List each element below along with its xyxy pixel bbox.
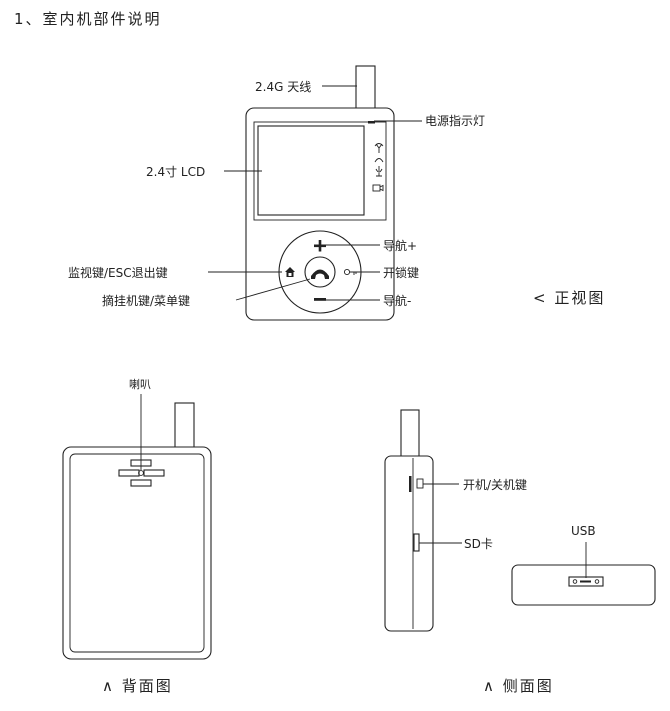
phone-icon xyxy=(311,269,329,279)
side-body xyxy=(384,455,434,632)
power-switch-label: 开机/关机键 xyxy=(463,478,527,492)
back-view-caption: ∧ 背面图 xyxy=(102,677,173,695)
side-antenna xyxy=(400,409,420,461)
nav-plus-button[interactable] xyxy=(314,240,326,252)
hook-label: 摘挂机键/菜单键 xyxy=(102,293,190,308)
handset-icon xyxy=(374,158,384,163)
antenna-label: 2.4G 天线 xyxy=(255,80,311,94)
speaker-label: 喇叭 xyxy=(129,377,151,391)
usb-end-body xyxy=(511,564,656,606)
antenna-icon xyxy=(374,143,384,153)
power-switch-slot xyxy=(416,478,424,489)
sd-card-slot[interactable] xyxy=(413,533,420,552)
front-antenna xyxy=(355,65,376,113)
nav-plus-label: 导航+ xyxy=(383,238,417,253)
front-view-caption: < 正视图 xyxy=(533,289,605,307)
back-antenna xyxy=(174,402,195,452)
microphone-icon xyxy=(375,166,383,177)
power-switch[interactable] xyxy=(409,476,412,492)
side-view: 开机/关机键 SD卡 USB ∧ 侧面图 xyxy=(384,409,656,695)
usb-label: USB xyxy=(571,524,596,538)
back-view: 喇叭 ∧ 背面图 xyxy=(62,377,212,695)
power-led-label: 电源指示灯 xyxy=(425,113,485,128)
section-title: 1、室内机部件说明 xyxy=(14,10,162,28)
unlock-label: 开锁键 xyxy=(383,265,419,280)
hook-leader xyxy=(235,278,311,301)
back-body xyxy=(62,446,212,660)
camera-icon xyxy=(372,184,384,192)
lcd-screen xyxy=(257,125,365,216)
power-led xyxy=(368,121,375,124)
side-view-caption: ∧ 侧面图 xyxy=(483,677,554,695)
monitor-label: 监视键/ESC退出键 xyxy=(68,265,168,280)
back-inner-frame xyxy=(69,453,205,653)
front-view: 2.4G 天线 电源指示灯 2.4寸 LCD 导航+ 监视键/ESC退出键 开锁… xyxy=(68,65,605,321)
lcd-label: 2.4寸 LCD xyxy=(146,165,205,179)
nav-minus-label: 导航- xyxy=(383,293,411,308)
sd-card-label: SD卡 xyxy=(464,537,493,551)
home-icon[interactable] xyxy=(285,267,295,277)
nav-minus-button[interactable] xyxy=(314,298,326,301)
